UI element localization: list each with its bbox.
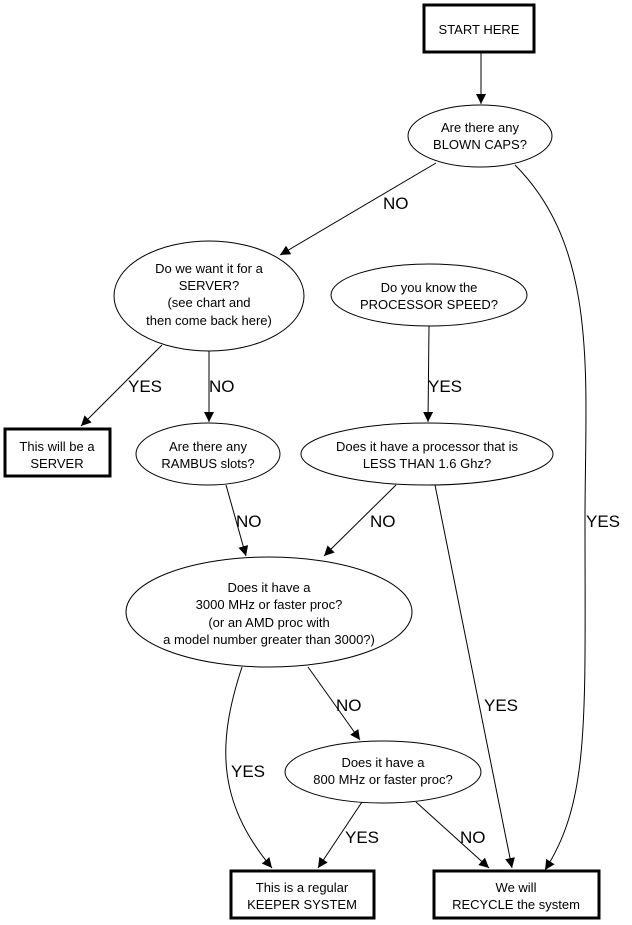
node-label: then come back here) (146, 313, 272, 328)
server-decision: Do we want it for a SERVER? (see chart a… (113, 240, 305, 352)
node-label: This will be a (19, 439, 95, 454)
node-label: a model number greater than 3000?) (163, 632, 375, 647)
node-label: Are there any (441, 120, 520, 135)
node-label: (or an AMD proc with (208, 615, 329, 630)
edge-less-16-to-mhz3000 (323, 484, 397, 557)
node-label: SERVER (30, 456, 83, 471)
edge-label-yes: YES (128, 377, 162, 396)
less-than-1-6ghz-decision: Does it have a processor that is LESS TH… (300, 422, 554, 486)
edge-label-yes: YES (428, 377, 462, 396)
edge-label-yes: YES (586, 512, 620, 531)
edge-server-q-to-server-box (80, 344, 163, 427)
start-node: START HERE (422, 3, 536, 54)
edge-mhz800-to-recycle (415, 801, 490, 869)
edge-label-no: NO (336, 696, 362, 715)
edge-mhz3000-to-keeper (225, 666, 273, 869)
node-label: BLOWN CAPS? (433, 137, 527, 152)
edge-label-no: NO (236, 512, 262, 531)
rambus-decision: Are there any RAMBUS slots? (135, 422, 281, 486)
800mhz-decision: Does it have a 800 MHz or faster proc? (284, 740, 482, 804)
processor-speed-decision: Do you know the PROCESSOR SPEED? (330, 263, 528, 327)
edge-label-yes: YES (231, 762, 265, 781)
node-label: Are there any (169, 439, 248, 454)
node-label: PROCESSOR SPEED? (360, 297, 498, 312)
node-label: SERVER? (179, 278, 239, 293)
keeper-outcome: This is a regular KEEPER SYSTEM (229, 869, 376, 920)
edge-label-no: NO (383, 194, 409, 213)
edge-mhz3000-to-mhz800 (307, 666, 361, 741)
edge-label-no: NO (209, 377, 235, 396)
node-label: (see chart and (167, 295, 250, 310)
edge-proc-speed-to-less-16 (423, 325, 434, 423)
node-label: Does it have a processor that is (336, 439, 519, 454)
node-label: 3000 MHz or faster proc? (196, 597, 343, 612)
node-label: KEEPER SYSTEM (247, 897, 357, 912)
blown-caps-decision: Are there any BLOWN CAPS? (407, 104, 553, 168)
node-label: Do we want it for a (155, 261, 263, 276)
recycle-outcome: We will RECYCLE the system (432, 869, 601, 920)
edge-label-yes: YES (345, 828, 379, 847)
edge-blown-caps-to-server-q (279, 162, 437, 256)
edge-rambus-to-mhz3000 (225, 484, 249, 557)
node-label: RECYCLE the system (452, 897, 580, 912)
edge-blown-caps-to-recycle (514, 164, 587, 871)
edge-label-no: NO (370, 512, 396, 531)
edge-mhz800-to-keeper (317, 801, 363, 869)
edge-less-16-to-recycle (434, 484, 515, 869)
node-label: Does it have a (341, 755, 425, 770)
node-label: We will (496, 880, 537, 895)
node-label: START HERE (439, 22, 520, 37)
node-label: Does it have a (227, 580, 311, 595)
node-label: LESS THAN 1.6 Ghz? (363, 456, 491, 471)
edge-label-no: NO (460, 828, 486, 847)
edge-label-yes: YES (484, 696, 518, 715)
server-outcome: This will be a SERVER (3, 427, 112, 478)
node-label: RAMBUS slots? (161, 456, 254, 471)
node-label: 800 MHz or faster proc? (313, 772, 452, 787)
node-label: Do you know the (381, 280, 478, 295)
node-label: This is a regular (256, 880, 349, 895)
3000mhz-decision: Does it have a 3000 MHz or faster proc? … (125, 556, 413, 668)
